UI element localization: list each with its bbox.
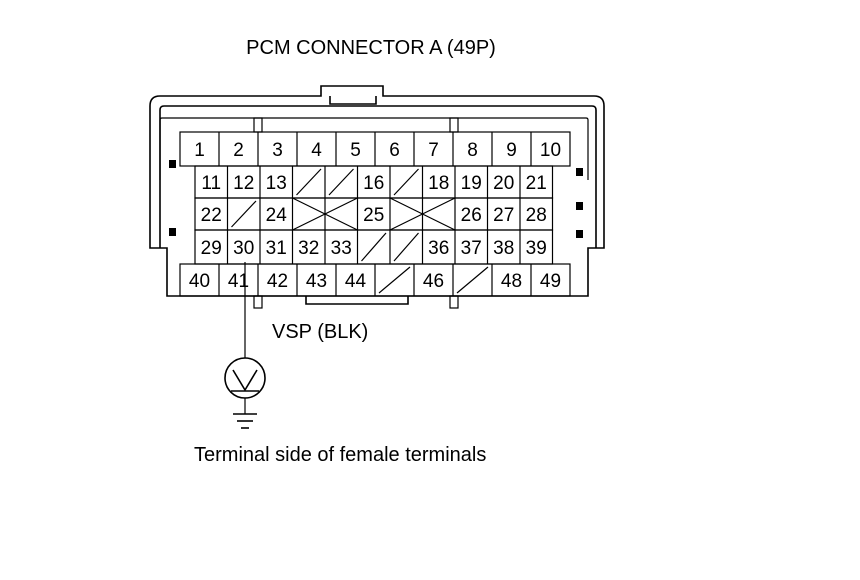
terminal-row: 29 30 31 32 33 36 37 38 39	[194, 229, 554, 265]
terminal-number: 42	[267, 271, 288, 292]
terminal-number: 18	[428, 173, 449, 194]
terminal-number: 30	[233, 238, 254, 259]
terminal-number: 40	[189, 271, 210, 292]
voltmeter-icon	[224, 357, 266, 399]
connector-housing	[149, 85, 605, 309]
terminal-row: 11 12 13 16 18 19 20 21	[194, 165, 554, 199]
terminal-number: 26	[461, 205, 482, 226]
terminal-number: 1	[194, 140, 205, 161]
terminal-number: 10	[540, 140, 561, 161]
terminal-row: 22 24 25 26 27 28	[194, 197, 554, 231]
terminal-number: 22	[201, 205, 222, 226]
terminal-number: 6	[389, 140, 400, 161]
terminal-side-caption: Terminal side of female terminals	[194, 444, 486, 466]
terminal-number: 20	[493, 173, 514, 194]
unused-terminal-mark	[456, 266, 489, 294]
cavity-cross-mark	[389, 197, 456, 231]
terminal-number: 41	[228, 271, 249, 292]
voltmeter-probe	[224, 262, 266, 429]
terminal-number: 44	[345, 271, 367, 292]
terminal-number: 48	[501, 271, 522, 292]
terminal-number: 32	[298, 238, 319, 259]
terminal-number: 16	[363, 173, 384, 194]
terminal-number: 3	[272, 140, 283, 161]
terminal-number: 31	[266, 238, 287, 259]
terminal-number: 9	[506, 140, 517, 161]
terminal-number: 7	[428, 140, 439, 161]
terminal-number: 24	[266, 205, 288, 226]
terminal-number: 36	[428, 238, 449, 259]
terminal-number: 11	[201, 173, 221, 194]
terminal-number: 19	[461, 173, 482, 194]
ground-icon	[233, 413, 257, 429]
unused-terminal-mark	[393, 168, 419, 196]
terminal-number: 12	[233, 173, 254, 194]
terminal-number: 37	[461, 238, 482, 259]
terminal-number: 38	[493, 238, 514, 259]
cavity-cross-mark	[292, 197, 358, 231]
terminal-number: 8	[467, 140, 478, 161]
unused-terminal-mark	[296, 168, 322, 196]
terminal-row: 1 2 3 4 5 6 7 8 9 10	[179, 131, 571, 167]
terminal-number: 43	[306, 271, 327, 292]
terminal-number: 4	[311, 140, 322, 161]
terminal-number: 5	[350, 140, 361, 161]
terminal-number: 49	[540, 271, 561, 292]
terminal-row: 40 41 42 43 44 46 48 49	[179, 263, 571, 297]
terminal-number: 13	[266, 173, 287, 194]
terminal-number: 39	[526, 238, 547, 259]
terminal-number: 46	[423, 271, 444, 292]
terminal-number: 29	[201, 238, 222, 259]
unused-terminal-mark	[393, 232, 419, 262]
terminal-number: 2	[233, 140, 244, 161]
diagram-title: PCM CONNECTOR A (49P)	[246, 37, 496, 59]
unused-terminal-mark	[361, 232, 387, 262]
terminal-number: 21	[526, 173, 547, 194]
terminal-number: 25	[363, 205, 384, 226]
terminal-number: 33	[331, 238, 352, 259]
terminal-number: 28	[526, 205, 547, 226]
unused-terminal-mark	[328, 168, 354, 196]
unused-terminal-mark	[378, 266, 411, 294]
probe-label: VSP (BLK)	[272, 321, 368, 343]
unused-terminal-mark	[231, 200, 257, 228]
terminal-number: 27	[493, 205, 514, 226]
